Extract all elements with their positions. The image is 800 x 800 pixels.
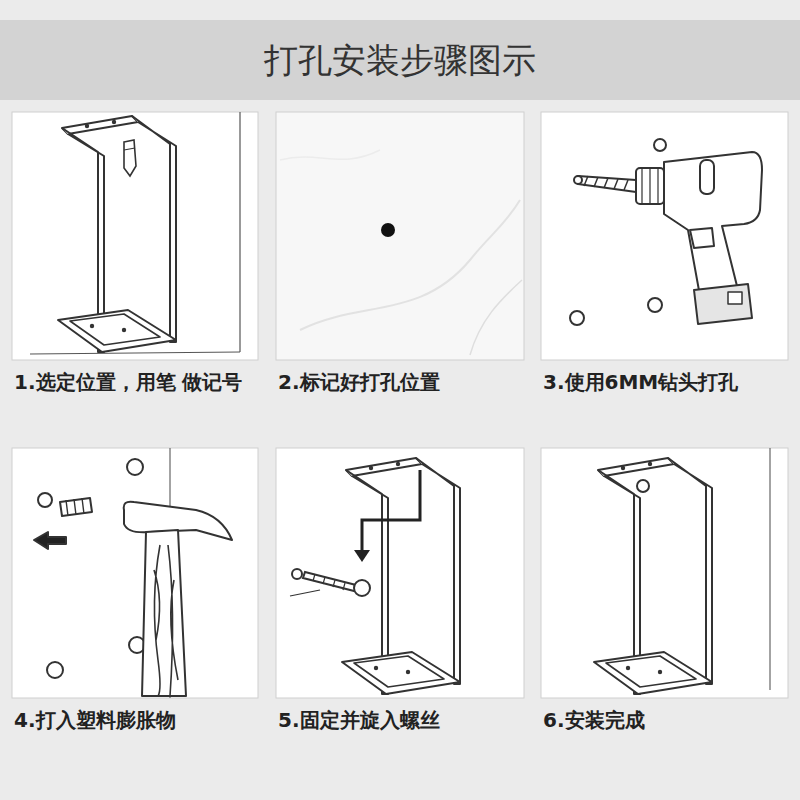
drill-body bbox=[664, 152, 762, 296]
drill-battery bbox=[728, 292, 742, 304]
direction-arrow bbox=[362, 470, 420, 552]
bracket-symbol bbox=[594, 458, 712, 694]
floor-line bbox=[30, 352, 240, 354]
drill-bit bbox=[578, 176, 636, 192]
step6-drawing bbox=[594, 448, 770, 694]
panel-ground bbox=[541, 112, 788, 360]
step-caption: 4.打入塑料膨胀物 bbox=[12, 706, 258, 735]
screw bbox=[313, 574, 345, 590]
screw bbox=[303, 572, 360, 592]
panel-ground bbox=[12, 112, 258, 360]
step-panel: 1.选定位置，用笔 做记号 bbox=[12, 112, 258, 397]
drill-chuck bbox=[642, 168, 658, 204]
step-panel: 5.固定并旋入螺丝 bbox=[276, 448, 524, 735]
step5-drawing bbox=[290, 458, 460, 694]
screw-hole bbox=[354, 580, 370, 596]
step-caption: 1.选定位置，用笔 做记号 bbox=[12, 368, 258, 397]
panel-ground bbox=[12, 448, 258, 698]
step-panel: 3.使用6MM钻头打孔 bbox=[541, 112, 788, 397]
step1-drawing bbox=[30, 112, 240, 354]
hammer-handle bbox=[142, 530, 186, 696]
drill-battery bbox=[694, 284, 752, 324]
drill-hole bbox=[648, 298, 662, 312]
step-panel: 4.打入塑料膨胀物 bbox=[12, 448, 258, 735]
wall-line bbox=[290, 590, 320, 596]
wall-edge bbox=[769, 448, 770, 690]
washer bbox=[292, 569, 302, 579]
bracket-symbol bbox=[342, 458, 460, 694]
marble-vein bbox=[280, 150, 380, 160]
drill-switch bbox=[700, 160, 714, 194]
wall-edge bbox=[239, 112, 240, 352]
step-caption: 3.使用6MM钻头打孔 bbox=[541, 368, 788, 397]
drill-hole bbox=[570, 311, 584, 325]
drill-hole bbox=[654, 139, 666, 151]
drill-hole bbox=[38, 493, 52, 507]
direction-arrow bbox=[354, 550, 370, 562]
step3-drawing bbox=[570, 139, 762, 325]
drill-bit bbox=[584, 176, 628, 190]
drill-bit bbox=[574, 176, 582, 184]
wall-anchor bbox=[60, 498, 92, 516]
panel-ground bbox=[541, 448, 788, 698]
screw-head bbox=[637, 480, 649, 492]
step-panel: 2.标记好打孔位置 bbox=[276, 112, 524, 397]
drill-chuck bbox=[636, 168, 664, 204]
step-caption: 5.固定并旋入螺丝 bbox=[276, 706, 524, 735]
step2-drawing bbox=[280, 150, 522, 355]
pencil-icon bbox=[124, 140, 136, 176]
panel-ground bbox=[276, 112, 524, 360]
drill-hole bbox=[127, 459, 143, 475]
page-title: 打孔安装步骤图示 bbox=[0, 20, 800, 100]
wall-anchor bbox=[66, 498, 84, 516]
wood-grain bbox=[154, 545, 178, 696]
bracket-symbol bbox=[58, 116, 176, 352]
step-caption: 2.标记好打孔位置 bbox=[276, 368, 524, 397]
marble-vein bbox=[300, 200, 520, 330]
drill-trigger bbox=[690, 228, 714, 248]
title-band bbox=[0, 20, 800, 100]
panel-ground bbox=[276, 448, 524, 698]
direction-arrow bbox=[34, 532, 66, 549]
pencil-icon bbox=[124, 148, 135, 150]
drill-mark bbox=[381, 223, 395, 237]
drill-hole bbox=[47, 662, 63, 678]
step4-drawing bbox=[34, 448, 232, 698]
step-caption: 6.安装完成 bbox=[541, 706, 788, 735]
marble-vein bbox=[470, 280, 522, 355]
step-panel: 6.安装完成 bbox=[541, 448, 788, 735]
